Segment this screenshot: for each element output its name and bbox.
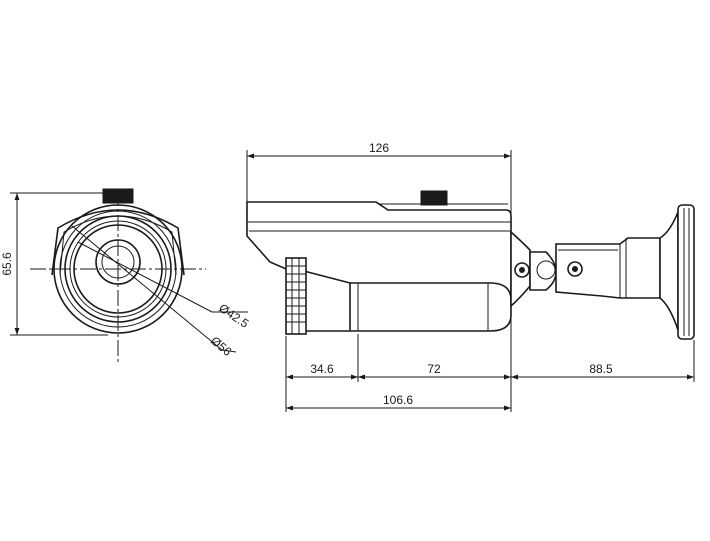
label-bracket-length: 88.5	[589, 362, 613, 376]
lower-dimensions: 34.6 72 88.5 106.6	[285, 310, 695, 412]
bracket-base	[659, 211, 679, 331]
wall-plate	[677, 204, 695, 340]
side-screw-right	[567, 261, 583, 277]
side-screw-left	[514, 262, 530, 278]
side-view	[246, 190, 695, 340]
label-inner-diameter: Ø42.5	[216, 301, 251, 331]
bracket-arm	[555, 237, 661, 299]
side-main-tube	[299, 268, 512, 332]
side-lens-section	[285, 257, 307, 335]
leader-inner-diameter	[77, 241, 213, 313]
leader-outer-diameter	[71, 225, 223, 351]
height-dimension: 65.6	[0, 192, 108, 336]
side-top-knob	[420, 190, 448, 206]
label-height: 65.6	[0, 252, 14, 276]
overall-length-dimension: 126	[246, 141, 512, 232]
front-view: Ø42.5 Ø56	[30, 188, 252, 362]
label-lens-length: 34.6	[310, 362, 334, 376]
label-overall-length: 126	[369, 141, 389, 155]
label-housing-length: 106.6	[383, 393, 413, 407]
label-body-length: 72	[427, 362, 441, 376]
bracket-joint	[529, 251, 557, 291]
label-outer-diameter: Ø56	[208, 334, 235, 360]
